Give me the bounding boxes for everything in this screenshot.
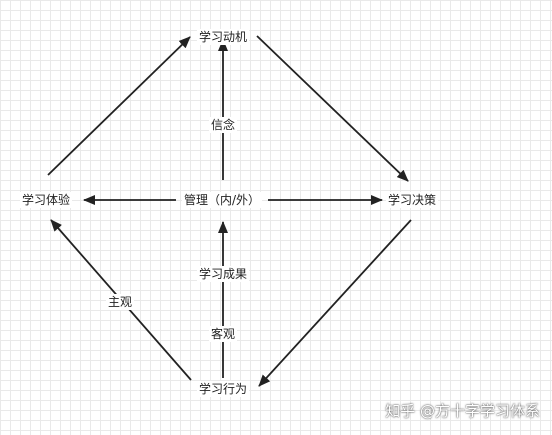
edge-experience-to-motivation: [47, 36, 191, 176]
edge-motivation-to-decision: [256, 35, 409, 182]
label-belief: 信念: [208, 117, 238, 133]
label-objective: 客观: [208, 326, 238, 342]
label-subjective: 主观: [105, 294, 135, 310]
node-experience: 学习体验: [19, 192, 73, 208]
node-motivation: 学习动机: [196, 29, 250, 45]
edge-decision-to-behavior: [258, 219, 412, 387]
node-behavior: 学习行为: [196, 381, 250, 397]
node-decision: 学习决策: [385, 192, 439, 208]
watermark: 知乎 @方十字学习体系: [385, 402, 540, 420]
node-management: 管理（内/外）: [181, 192, 263, 208]
node-outcome: 学习成果: [196, 266, 250, 282]
